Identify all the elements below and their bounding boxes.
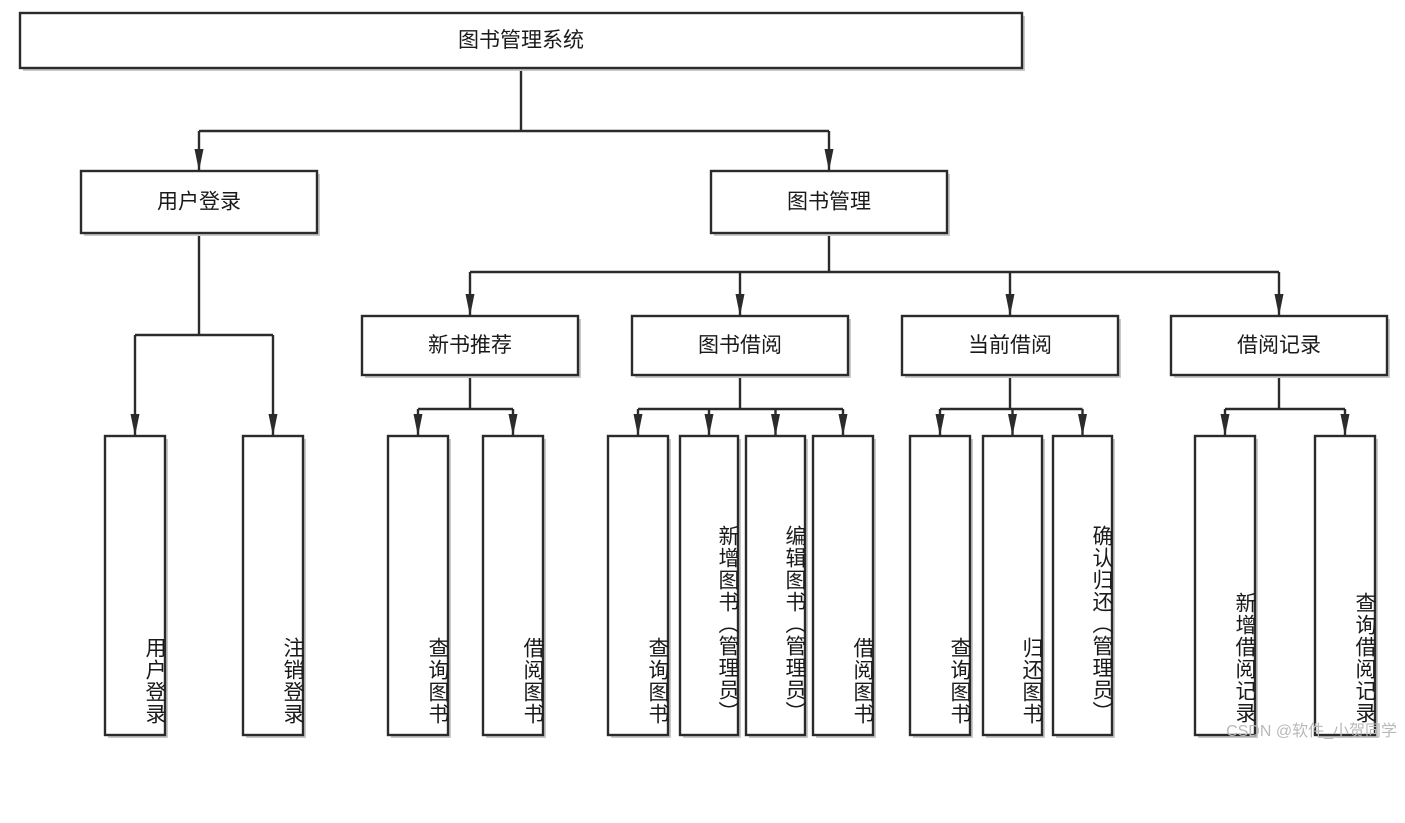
node-box-leaf-borrow-book[interactable] <box>811 434 875 737</box>
node-box-leaf-return-book[interactable] <box>981 434 1044 737</box>
node-label-book-borrow: 图书借阅 <box>698 334 782 357</box>
node-box-leaf-query-book-recommend[interactable] <box>386 434 450 737</box>
node-box-leaf-query-borrow-record[interactable] <box>1313 434 1377 737</box>
node-box-leaf-add-borrow-record[interactable] <box>1193 434 1257 737</box>
boxes-layer <box>18 11 1390 738</box>
node-box-book-borrow[interactable] <box>630 314 850 377</box>
arrow-icon-leaf-user-login <box>130 414 140 436</box>
arrow-icon-new-book-recommend <box>465 294 475 316</box>
node-box-borrow-record[interactable] <box>1169 314 1389 377</box>
node-box-new-book-recommend[interactable] <box>360 314 580 377</box>
arrow-icon-leaf-query-book-borrow <box>633 414 643 436</box>
arrow-icon-leaf-add-borrow-record <box>1220 414 1230 436</box>
node-box-leaf-query-book-current[interactable] <box>908 434 972 737</box>
arrow-icon-leaf-logout-login <box>268 414 278 436</box>
node-label-root: 图书管理系统 <box>458 29 584 52</box>
arrow-icon-leaf-confirm-return-admin <box>1078 414 1087 436</box>
node-box-leaf-edit-book-admin[interactable] <box>744 434 807 737</box>
node-box-user-login[interactable] <box>79 169 319 235</box>
arrow-icon-leaf-borrow-book <box>838 414 848 436</box>
node-box-book-manage[interactable] <box>709 169 949 235</box>
node-box-leaf-query-book-borrow[interactable] <box>606 434 670 737</box>
node-box-leaf-user-login[interactable] <box>103 434 167 737</box>
arrow-icon-leaf-return-book <box>1008 414 1017 436</box>
node-box-leaf-logout-login[interactable] <box>241 434 305 737</box>
arrow-icon-leaf-query-book-recommend <box>413 414 423 436</box>
arrow-icon-book-borrow <box>735 294 745 316</box>
node-box-root[interactable] <box>18 11 1024 70</box>
arrow-icon-current-borrow <box>1005 294 1015 316</box>
diagram-canvas-root: 图书管理系统用户登录图书管理新书推荐图书借阅当前借阅借阅记录 用户登录注销登录查… <box>18 11 1397 740</box>
arrow-icon-leaf-borrow-book-recommend <box>508 414 518 436</box>
csdn-watermark: CSDN @软件_小贺同学 <box>1226 723 1397 740</box>
node-box-leaf-confirm-return-admin[interactable] <box>1051 434 1114 737</box>
node-label-user-login: 用户登录 <box>157 191 241 214</box>
arrow-icon-leaf-add-book-admin <box>704 414 714 436</box>
arrow-icon-leaf-edit-book-admin <box>771 414 780 436</box>
node-label-borrow-record: 借阅记录 <box>1237 334 1321 357</box>
node-box-leaf-add-book-admin[interactable] <box>678 434 740 737</box>
node-label-book-manage: 图书管理 <box>787 191 871 214</box>
arrow-icon-borrow-record <box>1274 294 1284 316</box>
arrow-icon-leaf-query-borrow-record <box>1340 414 1350 436</box>
node-box-leaf-borrow-book-recommend[interactable] <box>481 434 545 737</box>
arrow-icon-user-login <box>194 149 204 171</box>
node-label-new-book-recommend: 新书推荐 <box>428 334 512 357</box>
arrow-icon-book-manage <box>824 149 834 171</box>
arrow-icon-leaf-query-book-current <box>935 414 945 436</box>
node-label-current-borrow: 当前借阅 <box>968 334 1052 357</box>
connectors-layer <box>130 68 1350 436</box>
node-box-current-borrow[interactable] <box>900 314 1120 377</box>
